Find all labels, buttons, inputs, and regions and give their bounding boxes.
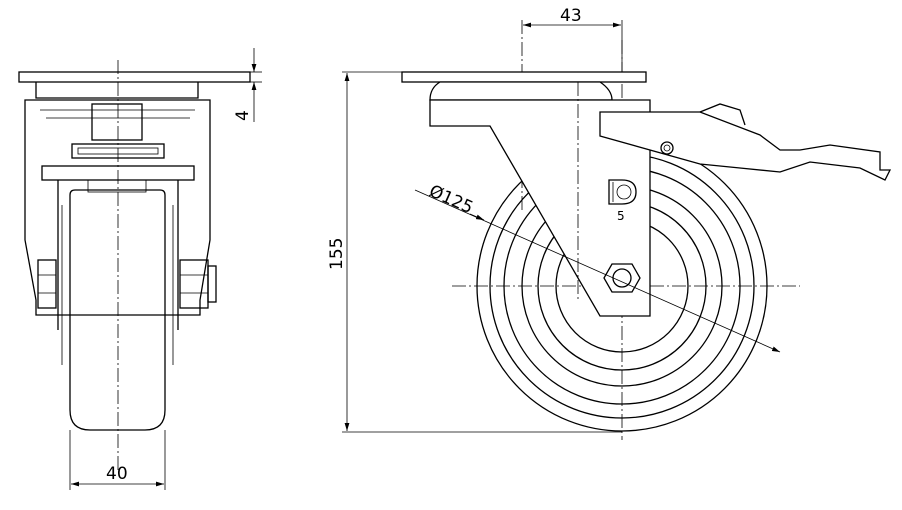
brand-logo: 5 <box>608 179 637 223</box>
front-view: 4 40 <box>18 48 262 490</box>
brake-lever <box>599 111 892 181</box>
dim-plate-thickness: 4 <box>233 110 253 121</box>
dim-wheel-width: 40 <box>106 464 128 484</box>
nut-left <box>37 259 57 309</box>
top-plate <box>401 71 647 83</box>
axle-nut <box>603 263 641 293</box>
logo-number: 5 <box>617 209 625 223</box>
fork <box>24 99 211 316</box>
top-plate <box>18 71 251 83</box>
dim-wheel-diameter: Ø125 <box>426 181 476 218</box>
dim-overall-height: 155 <box>327 238 347 270</box>
fork-leg <box>429 99 651 317</box>
wheel-side <box>69 189 166 431</box>
nut-right <box>179 259 209 309</box>
side-view: 5 43 155 Ø125 <box>327 6 892 440</box>
dim-offset: 43 <box>560 6 582 26</box>
